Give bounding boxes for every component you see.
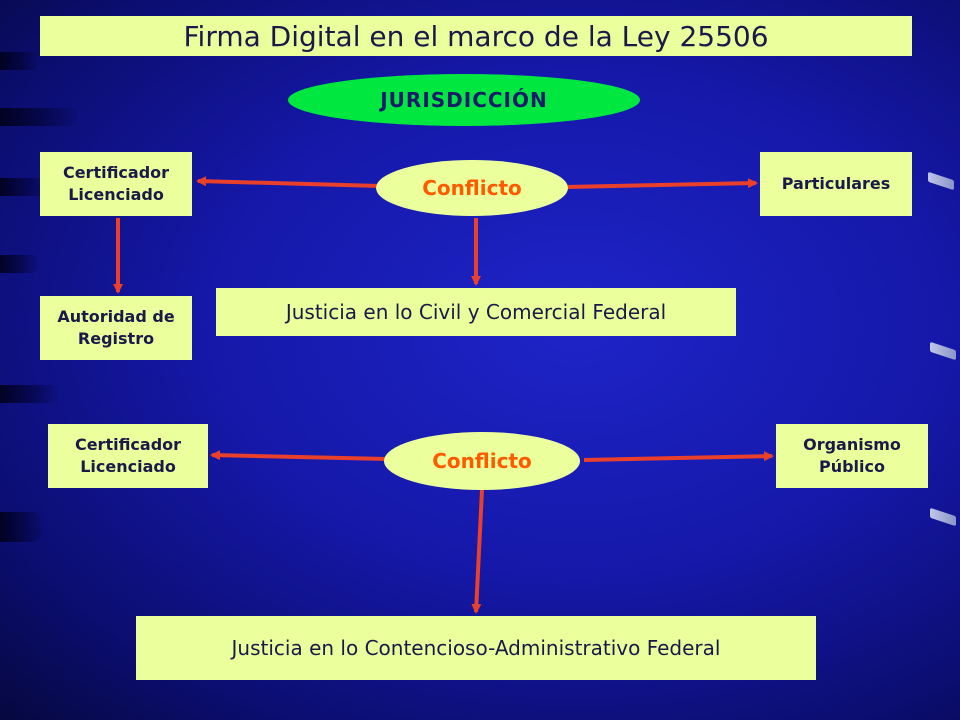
arrow-bottom-left (210, 450, 387, 461)
arrow-top-right (565, 178, 758, 189)
conflicto-ellipse-top: Conflicto (376, 160, 568, 216)
organismo-publico-box: Organismo Público (776, 424, 928, 488)
background-streak (0, 255, 40, 273)
arrow-bottom-right (583, 451, 774, 462)
background-streak (0, 108, 80, 126)
background-streak (0, 178, 50, 196)
jurisdiccion-ellipse: JURISDICCIÓN (288, 74, 640, 126)
background-streak (0, 512, 45, 542)
arrow-bottom-down (471, 489, 484, 614)
justicia-contencioso-box: Justicia en lo Contencioso-Administrativ… (136, 616, 816, 680)
autoridad-registro-label: Autoridad de Registro (57, 307, 175, 348)
jurisdiccion-label: JURISDICCIÓN (380, 88, 548, 112)
page-title: Firma Digital en el marco de la Ley 2550… (40, 16, 912, 56)
conflicto-label-bottom: Conflicto (432, 449, 532, 473)
particulares-label: Particulares (781, 174, 891, 193)
arrow-top-left (196, 176, 381, 188)
certificador-licenciado-label-top: Certificador Licenciado (62, 163, 170, 204)
autoridad-registro-box: Autoridad de Registro (40, 296, 192, 360)
justicia-contencioso-label: Justicia en lo Contencioso-Administrativ… (231, 636, 721, 660)
conflicto-ellipse-bottom: Conflicto (384, 432, 580, 490)
background-streak (0, 385, 60, 403)
conflicto-label-top: Conflicto (422, 176, 522, 200)
certificador-licenciado-label-bottom: Certificador Licenciado (74, 435, 182, 476)
certificador-licenciado-box-top: Certificador Licenciado (40, 152, 192, 216)
justicia-civil-comercial-box: Justicia en lo Civil y Comercial Federal (216, 288, 736, 336)
certificador-licenciado-box-bottom: Certificador Licenciado (48, 424, 208, 488)
organismo-publico-label: Organismo Público (803, 435, 901, 476)
particulares-box: Particulares (760, 152, 912, 216)
justicia-civil-comercial-label: Justicia en lo Civil y Comercial Federal (285, 300, 667, 324)
background-streak (0, 52, 40, 70)
